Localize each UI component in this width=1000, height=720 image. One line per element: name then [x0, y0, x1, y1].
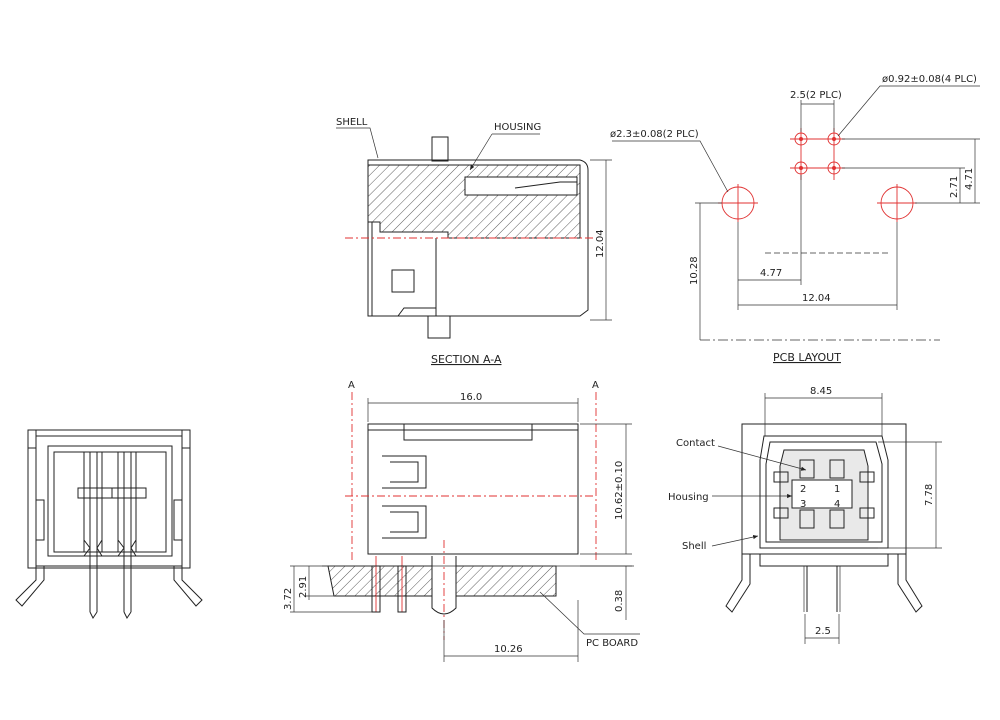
pcb-pitch-dim: 2.5(2 PLC) — [790, 90, 842, 101]
pin-4: 4 — [834, 499, 840, 510]
front-width-dim: 8.45 — [810, 386, 832, 397]
pin-3: 3 — [800, 499, 806, 510]
side-end-view — [15, 429, 203, 619]
front-height-dim: 7.78 — [924, 484, 935, 506]
front-view: 2 1 3 4 8.45 7.78 2.5 Contact Housing Sh… — [668, 386, 942, 644]
housing-front-label: Housing — [668, 492, 709, 503]
pin-2: 2 — [800, 484, 806, 495]
section-mark-left: A — [348, 380, 355, 391]
shell-front-label: Shell — [682, 541, 706, 552]
pcb-477-dim: 4.77 — [760, 268, 782, 279]
side-height-dim: 10.62±0.10 — [614, 461, 625, 520]
section-a-a-view: SHELL HOUSING 12.04 SECTION A-A — [336, 117, 612, 366]
shell-label: SHELL — [336, 117, 368, 128]
pcb-large-hole-dim: ø2.3±0.08(2 PLC) — [610, 129, 699, 140]
small-hole — [790, 128, 845, 180]
section-mark-right: A — [592, 380, 599, 391]
side-372-dim: 3.72 — [283, 588, 294, 610]
section-title: SECTION A-A — [431, 353, 502, 366]
pcb-small-hole-dim: ø0.92±0.08(4 PLC) — [882, 74, 977, 85]
pin-1: 1 — [834, 484, 840, 495]
front-pitch-dim: 2.5 — [815, 626, 831, 637]
section-height-dim: 12.04 — [595, 229, 606, 258]
side-038-dim: 0.38 — [614, 590, 625, 612]
side-view: A A 16.0 10.62±0.10 3.72 — [283, 380, 640, 662]
side-291-dim: 2.91 — [298, 576, 309, 598]
pc-board-label: PC BOARD — [586, 638, 638, 649]
contact-label: Contact — [676, 438, 715, 449]
large-hole — [718, 184, 917, 222]
pcb-1028-dim: 10.28 — [689, 256, 700, 285]
side-1026-dim: 10.26 — [494, 644, 523, 655]
housing-label: HOUSING — [494, 122, 541, 133]
pcb-title: PCB LAYOUT — [773, 351, 841, 364]
pcb-271-dim: 2.71 — [949, 176, 960, 198]
side-width-dim: 16.0 — [460, 392, 482, 403]
pcb-471-dim: 4.71 — [964, 168, 975, 190]
pcb-layout-view: 2.5(2 PLC) ø0.92±0.08(4 PLC) ø2.3±0.08(2… — [610, 74, 980, 364]
pcb-1204-dim: 12.04 — [802, 293, 831, 304]
